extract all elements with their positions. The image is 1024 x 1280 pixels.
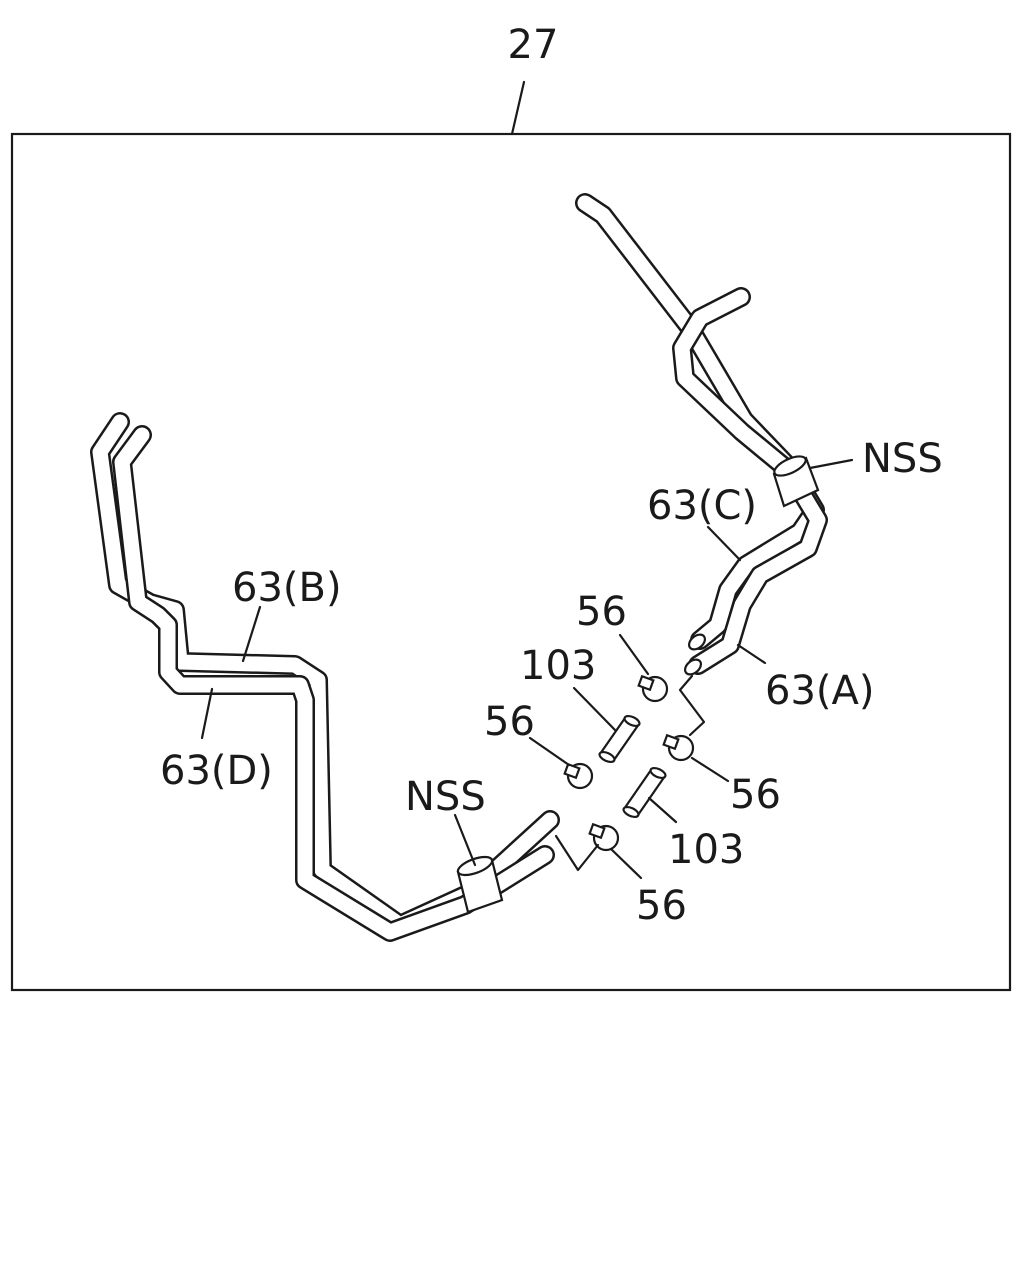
leader-63c xyxy=(706,525,742,562)
hose-end-upper-c xyxy=(688,633,706,651)
hose-63-d xyxy=(112,425,555,942)
leader-56-top xyxy=(618,633,650,676)
leader-63b xyxy=(241,605,262,663)
leader-56-left xyxy=(528,736,571,767)
assembly-ref-leader xyxy=(510,80,526,136)
clamp-56-top xyxy=(637,674,669,703)
clamp-56-left xyxy=(563,762,594,790)
label-56-top: 56 xyxy=(576,589,627,635)
leader-56-bottom xyxy=(609,847,643,880)
clamp-56-bottom xyxy=(588,822,620,852)
leader-nss-upper xyxy=(808,458,854,470)
leader-56-right xyxy=(690,756,730,783)
leader-103-lower xyxy=(647,796,678,824)
label-56-bottom: 56 xyxy=(636,883,687,929)
label-63c: 63(C) xyxy=(647,483,757,529)
label-103-lower: 103 xyxy=(668,827,744,873)
leader-103-upper xyxy=(572,686,617,732)
label-103-upper: 103 xyxy=(520,643,596,689)
clamp-56-right xyxy=(662,733,695,762)
leader-63a xyxy=(736,643,767,665)
label-nss-lower: NSS xyxy=(405,774,486,820)
leader-63d xyxy=(200,687,214,740)
label-63d: 63(D) xyxy=(160,748,273,794)
label-56-left: 56 xyxy=(484,699,535,745)
hose-end-upper-a xyxy=(684,658,702,676)
assembly-ref-label: 27 xyxy=(508,22,559,68)
nss-band-lower xyxy=(456,855,504,914)
label-63b: 63(B) xyxy=(232,565,342,611)
leader-nss-lower xyxy=(453,813,477,867)
label-63a: 63(A) xyxy=(765,668,874,714)
assembly-guide-left xyxy=(554,834,600,872)
label-56-right: 56 xyxy=(730,772,781,818)
pipe-103-upper xyxy=(598,714,641,764)
label-nss-upper: NSS xyxy=(862,436,943,482)
diagram-frame xyxy=(10,132,1012,992)
assembly-guide-right xyxy=(678,674,706,737)
pipe-103-lower xyxy=(622,766,667,819)
nss-band-upper xyxy=(772,455,820,508)
